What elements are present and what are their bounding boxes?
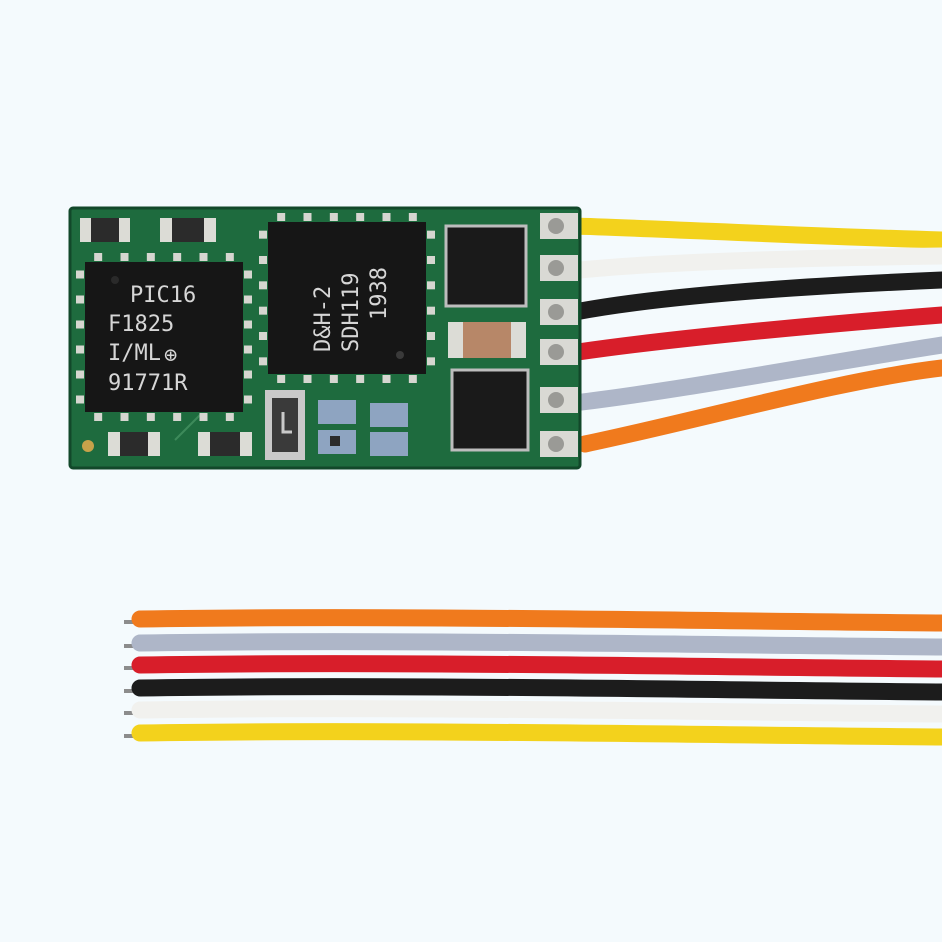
solder-pad	[540, 255, 578, 281]
mosfet-chip	[450, 368, 530, 452]
chip-pad	[225, 413, 234, 421]
chip-center-line-2: SDH119	[339, 273, 364, 352]
wire-black	[566, 271, 942, 321]
solder-pads	[540, 213, 578, 457]
loose-wire-yellow	[124, 723, 942, 746]
chip-pad	[76, 320, 84, 329]
chip-left-line-4: 91771R	[108, 371, 188, 396]
chip-pad	[427, 230, 435, 239]
wire-white	[571, 247, 942, 279]
loose-wire-bundle	[124, 609, 942, 746]
chip-pad	[146, 253, 155, 261]
smd-capacitor-array	[318, 400, 408, 456]
chip-pin1-dot	[111, 276, 119, 284]
chip-pad	[303, 213, 312, 221]
chip-pad	[94, 413, 103, 421]
loose-wire-orange	[124, 609, 942, 632]
solder-pad	[540, 299, 578, 325]
chip-pad	[259, 306, 267, 315]
chip-pad	[173, 253, 182, 261]
pcb-trace	[174, 414, 201, 441]
decoder-board: PIC16 F1825 I/ML ⊕ 91771R D&H-2 SDH119 1…	[68, 206, 582, 470]
chip-pad	[244, 345, 252, 354]
chip-pad	[244, 395, 252, 404]
chip-center-line-3: 1938	[367, 267, 392, 320]
chip-pad	[199, 253, 208, 261]
decoder-wires	[563, 217, 942, 453]
chip-pad	[244, 270, 252, 279]
chip-pad	[76, 345, 84, 354]
chip-pad	[382, 213, 391, 221]
chip-pad	[356, 375, 365, 383]
chip-pad	[408, 213, 417, 221]
chip-left-line-3: I/ML	[108, 341, 161, 366]
solder-pad	[540, 387, 578, 413]
solder-pad	[540, 339, 578, 365]
chip-pad	[259, 332, 267, 340]
smd-diode	[265, 390, 305, 460]
wire-orange	[576, 359, 942, 453]
chip-pin1-dot	[396, 351, 404, 359]
wire-gray	[573, 336, 942, 411]
chip-pad	[259, 357, 267, 366]
mosfet-chip	[444, 224, 528, 308]
chip-pad	[427, 332, 435, 340]
chip-pad	[173, 413, 182, 421]
chip-pad	[427, 357, 435, 366]
chip-pad	[146, 413, 155, 421]
chip-pad	[408, 375, 417, 383]
chip-pad	[277, 213, 286, 221]
smd-resistor	[198, 432, 252, 456]
loose-wire-red	[124, 655, 942, 678]
chip-pad	[427, 256, 435, 264]
chip-pad	[427, 306, 435, 315]
loose-wire-gray	[124, 633, 942, 656]
chip-pad	[120, 413, 129, 421]
chip-pad	[94, 253, 103, 261]
chip-pad	[259, 230, 267, 239]
chip-pad	[277, 375, 286, 383]
decoder-asic-chip	[268, 222, 426, 374]
solder-pad	[540, 213, 578, 239]
smd-resistor	[80, 218, 130, 242]
pcb-edge	[68, 206, 582, 470]
chip-pad	[329, 375, 338, 383]
chip-pad	[259, 281, 267, 290]
chip-pad	[356, 213, 365, 221]
solder-pad	[540, 431, 578, 457]
chip-pad	[76, 370, 84, 379]
loose-wire-black	[124, 678, 942, 701]
chip-left-line-2: F1825	[108, 312, 174, 337]
microcontroller-chip	[85, 262, 243, 412]
loose-wire-white	[124, 700, 942, 723]
wire-red	[569, 306, 942, 361]
chip-pads	[76, 253, 252, 421]
chip-center-line-1: D&H-2	[311, 286, 336, 352]
smd-resistor	[160, 218, 216, 242]
chip-left-line-1: PIC16	[130, 283, 196, 308]
chip-pad	[76, 270, 84, 279]
chip-pad	[259, 256, 267, 264]
smd-capacitor	[448, 322, 526, 358]
wire-yellow	[563, 217, 942, 249]
chip-pad	[244, 320, 252, 329]
chip-logo-icon: ⊕	[164, 343, 177, 368]
chip-pad	[76, 395, 84, 404]
chip-pad	[329, 213, 338, 221]
chip-pad	[427, 281, 435, 290]
smd-resistor	[108, 432, 160, 456]
chip-pad	[244, 370, 252, 379]
chip-pad	[120, 253, 129, 261]
chip-pad	[76, 295, 84, 304]
chip-pad	[303, 375, 312, 383]
chip-pad	[244, 295, 252, 304]
chip-pad	[199, 413, 208, 421]
chip-pad	[382, 375, 391, 383]
chip-pads	[259, 213, 435, 383]
pcb-via	[82, 440, 94, 452]
chip-pad	[225, 253, 234, 261]
